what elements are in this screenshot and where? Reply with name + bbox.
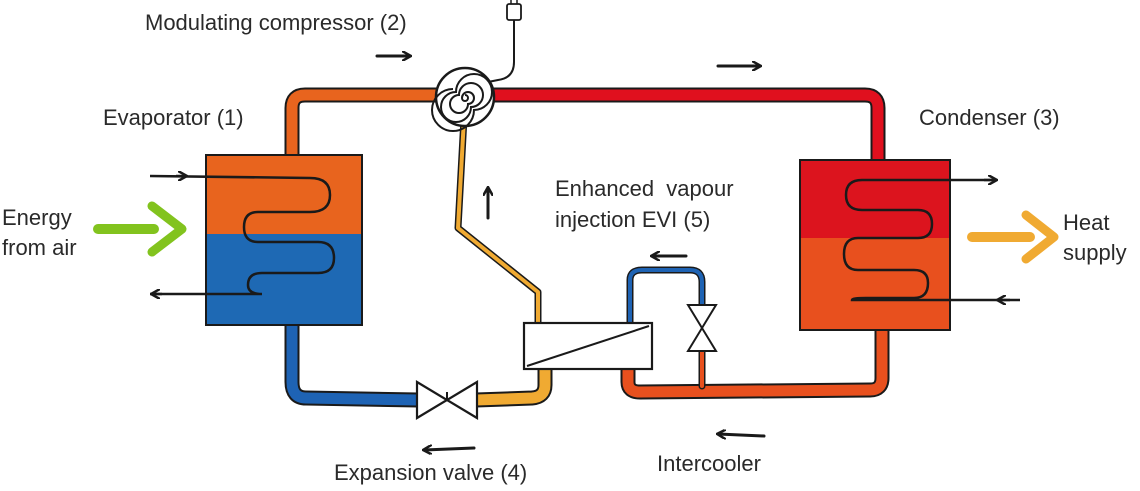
compressor-spiral-icon xyxy=(431,66,496,132)
flow-arrow-icon xyxy=(375,56,766,450)
heat-supply-arrow xyxy=(967,210,1059,264)
condenser xyxy=(799,159,1020,331)
intercooler-label: Intercooler xyxy=(657,451,761,476)
heat-label-line2: supply xyxy=(1063,240,1127,265)
expansion-valve-label: Expansion valve (4) xyxy=(334,460,528,485)
evi-label-line2: injection EVI (5) xyxy=(555,207,711,232)
heat-label-line1: Heat xyxy=(1063,210,1110,235)
energy-from-air-arrow xyxy=(93,201,187,257)
condenser-coil xyxy=(842,178,1020,302)
evaporator-coil xyxy=(149,174,336,296)
evi-label-line1: Enhanced vapour xyxy=(555,176,734,201)
energy-label-line2: from air xyxy=(2,235,77,260)
compressor-label: Modulating compressor (2) xyxy=(145,10,407,35)
evaporator-label: Evaporator (1) xyxy=(103,105,244,130)
intercooler-exchanger xyxy=(522,321,654,371)
evaporator xyxy=(149,154,363,326)
expansion-valve-icon xyxy=(415,380,479,420)
pipe-network xyxy=(284,17,890,408)
plug-icon xyxy=(506,0,522,21)
condenser-label: Condenser (3) xyxy=(919,105,1060,130)
energy-label-line1: Energy xyxy=(2,205,72,230)
evi-valve-icon xyxy=(686,304,718,352)
